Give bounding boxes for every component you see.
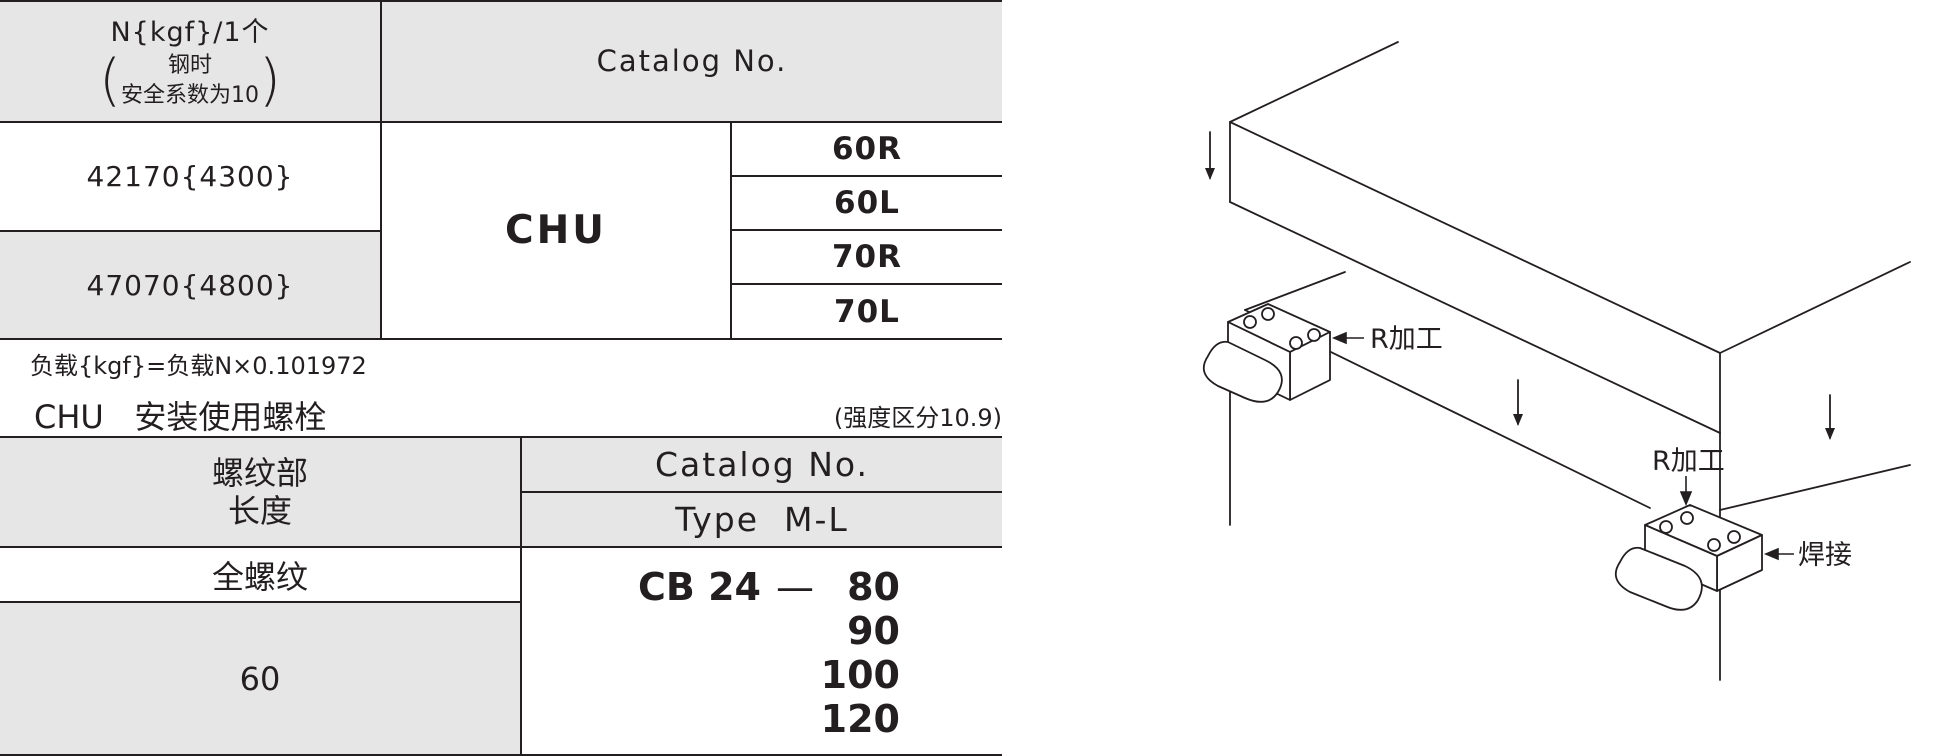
- bolt-length-90: 90: [847, 609, 900, 653]
- installation-diagram: R加工 R加工 焊接: [1202, 41, 1911, 681]
- bolt-prefix: CB 24: [638, 565, 761, 609]
- table1-header-bg: [0, 0, 1002, 122]
- left-bracket: [1202, 303, 1331, 403]
- bolt-type-header: Type M-L: [675, 500, 849, 539]
- thread-header-line2: 长度: [227, 492, 292, 530]
- safety-note: 钢时 安全系数为10: [121, 51, 259, 111]
- model-name: CHU: [505, 207, 607, 253]
- load-unit-label: N{kgf}/1个: [110, 17, 270, 48]
- bolt-length-100: 100: [820, 653, 900, 697]
- size-60r: 60R: [831, 130, 902, 167]
- bolt-dash: —: [776, 565, 814, 609]
- right-bracket: [1614, 504, 1763, 611]
- catalog-header: Catalog No.: [596, 43, 788, 78]
- thread-length-value: 60: [239, 659, 281, 698]
- table1-row2-load-bg: [0, 231, 381, 339]
- slab-outline: [1229, 41, 1399, 123]
- bolt-length-120: 120: [820, 697, 900, 741]
- paren-open: (: [99, 48, 121, 113]
- size-60l: 60L: [834, 185, 900, 221]
- size-70l: 70L: [834, 293, 900, 330]
- table2-length-bg: [0, 602, 521, 754]
- r-processing-label-right: R加工: [1652, 446, 1725, 477]
- strength-note: (强度区分10.9): [833, 404, 1002, 432]
- load-value-row1: 42170{4300}: [86, 159, 294, 193]
- full-thread-label: 全螺纹: [211, 557, 308, 596]
- load-value-row2: 47070{4800}: [86, 268, 294, 302]
- r-processing-label-left: R加工: [1370, 324, 1443, 355]
- load-header: N{kgf}/1个 ( 钢时 安全系数为10 ): [0, 0, 380, 121]
- thread-length-header: 螺纹部 长度: [0, 438, 520, 546]
- paren-close: ): [259, 48, 281, 113]
- safety-note-steel: 钢时: [167, 53, 212, 78]
- size-70r: 70R: [831, 239, 902, 275]
- safety-note-group: ( 钢时 安全系数为10 ): [99, 51, 281, 111]
- formula-note: 负载{kgf}=负载N×0.101972: [30, 352, 367, 380]
- bolt-length-80: 80: [847, 565, 900, 609]
- thread-header-line1: 螺纹部: [211, 454, 308, 492]
- bolt-section-title: CHU 安装使用螺栓: [34, 398, 327, 436]
- weld-label: 焊接: [1798, 540, 1852, 571]
- safety-note-factor: 安全系数为10: [121, 83, 259, 108]
- bolt-catalog-header: Catalog No.: [654, 445, 869, 484]
